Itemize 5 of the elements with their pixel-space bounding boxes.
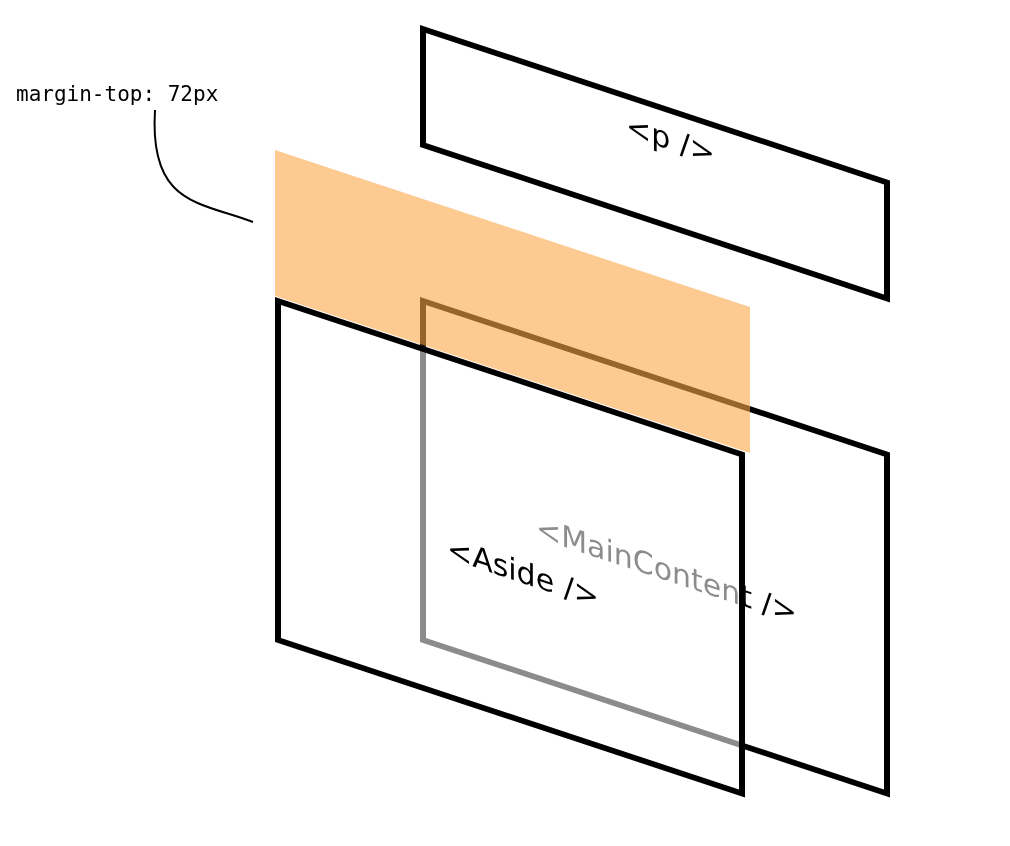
css-property-label: margin-top: 72px [16,82,219,106]
layer-plane [420,25,890,303]
leader-line [153,109,254,223]
layer-plane [420,297,890,798]
component-label: <p /> [626,107,715,172]
